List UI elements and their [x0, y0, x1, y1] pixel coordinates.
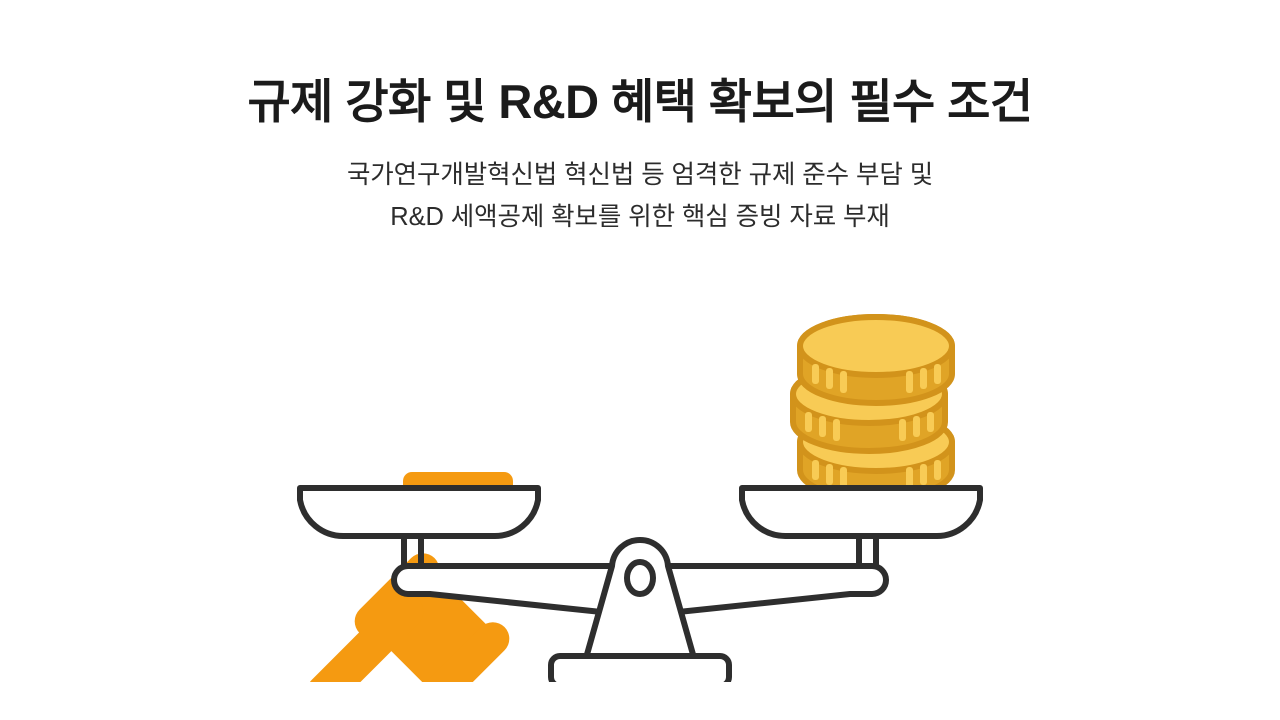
scale-post-right — [856, 533, 879, 569]
page-title: 규제 강화 및 R&D 혜택 확보의 필수 조건 — [247, 75, 1033, 128]
subtitle-line-1: 국가연구개발혁신법 혁신법 등 엄격한 규제 준수 부담 및 — [346, 161, 934, 190]
scale-fulcrum — [583, 536, 697, 661]
coin-top-face — [797, 314, 955, 378]
scale-fulcrum-hole — [624, 559, 656, 597]
coin-top — [797, 314, 955, 406]
scale-icon — [297, 485, 983, 682]
headline-block: 규제 강화 및 R&D 혜택 확보의 필수 조건 국가연구개발혁신법 혁신법 등… — [0, 74, 1280, 238]
coin-bottom-ridges — [812, 460, 941, 489]
coin-middle-ridges — [805, 412, 934, 441]
illustration-balance-scale — [0, 272, 1280, 682]
scale-pan-left — [297, 485, 541, 540]
scale-post-left — [401, 533, 424, 569]
balance-scale-graphic — [297, 314, 983, 682]
subtitle-line-2: R&D 세액공제 확보를 위한 핵심 증빙 자료 부재 — [390, 202, 890, 231]
scale-pan-right — [739, 485, 983, 540]
scale-base — [548, 653, 732, 682]
coin-top-ridges — [812, 364, 941, 393]
gavel-handle — [306, 593, 424, 682]
slide-subtitle: 국가연구개발혁신법 혁신법 등 엄격한 규제 준수 부담 및 R&D 세액공제 … — [0, 129, 1280, 238]
coin-stack-icon — [790, 314, 955, 502]
gavel-head-cap-bottom — [424, 622, 510, 682]
